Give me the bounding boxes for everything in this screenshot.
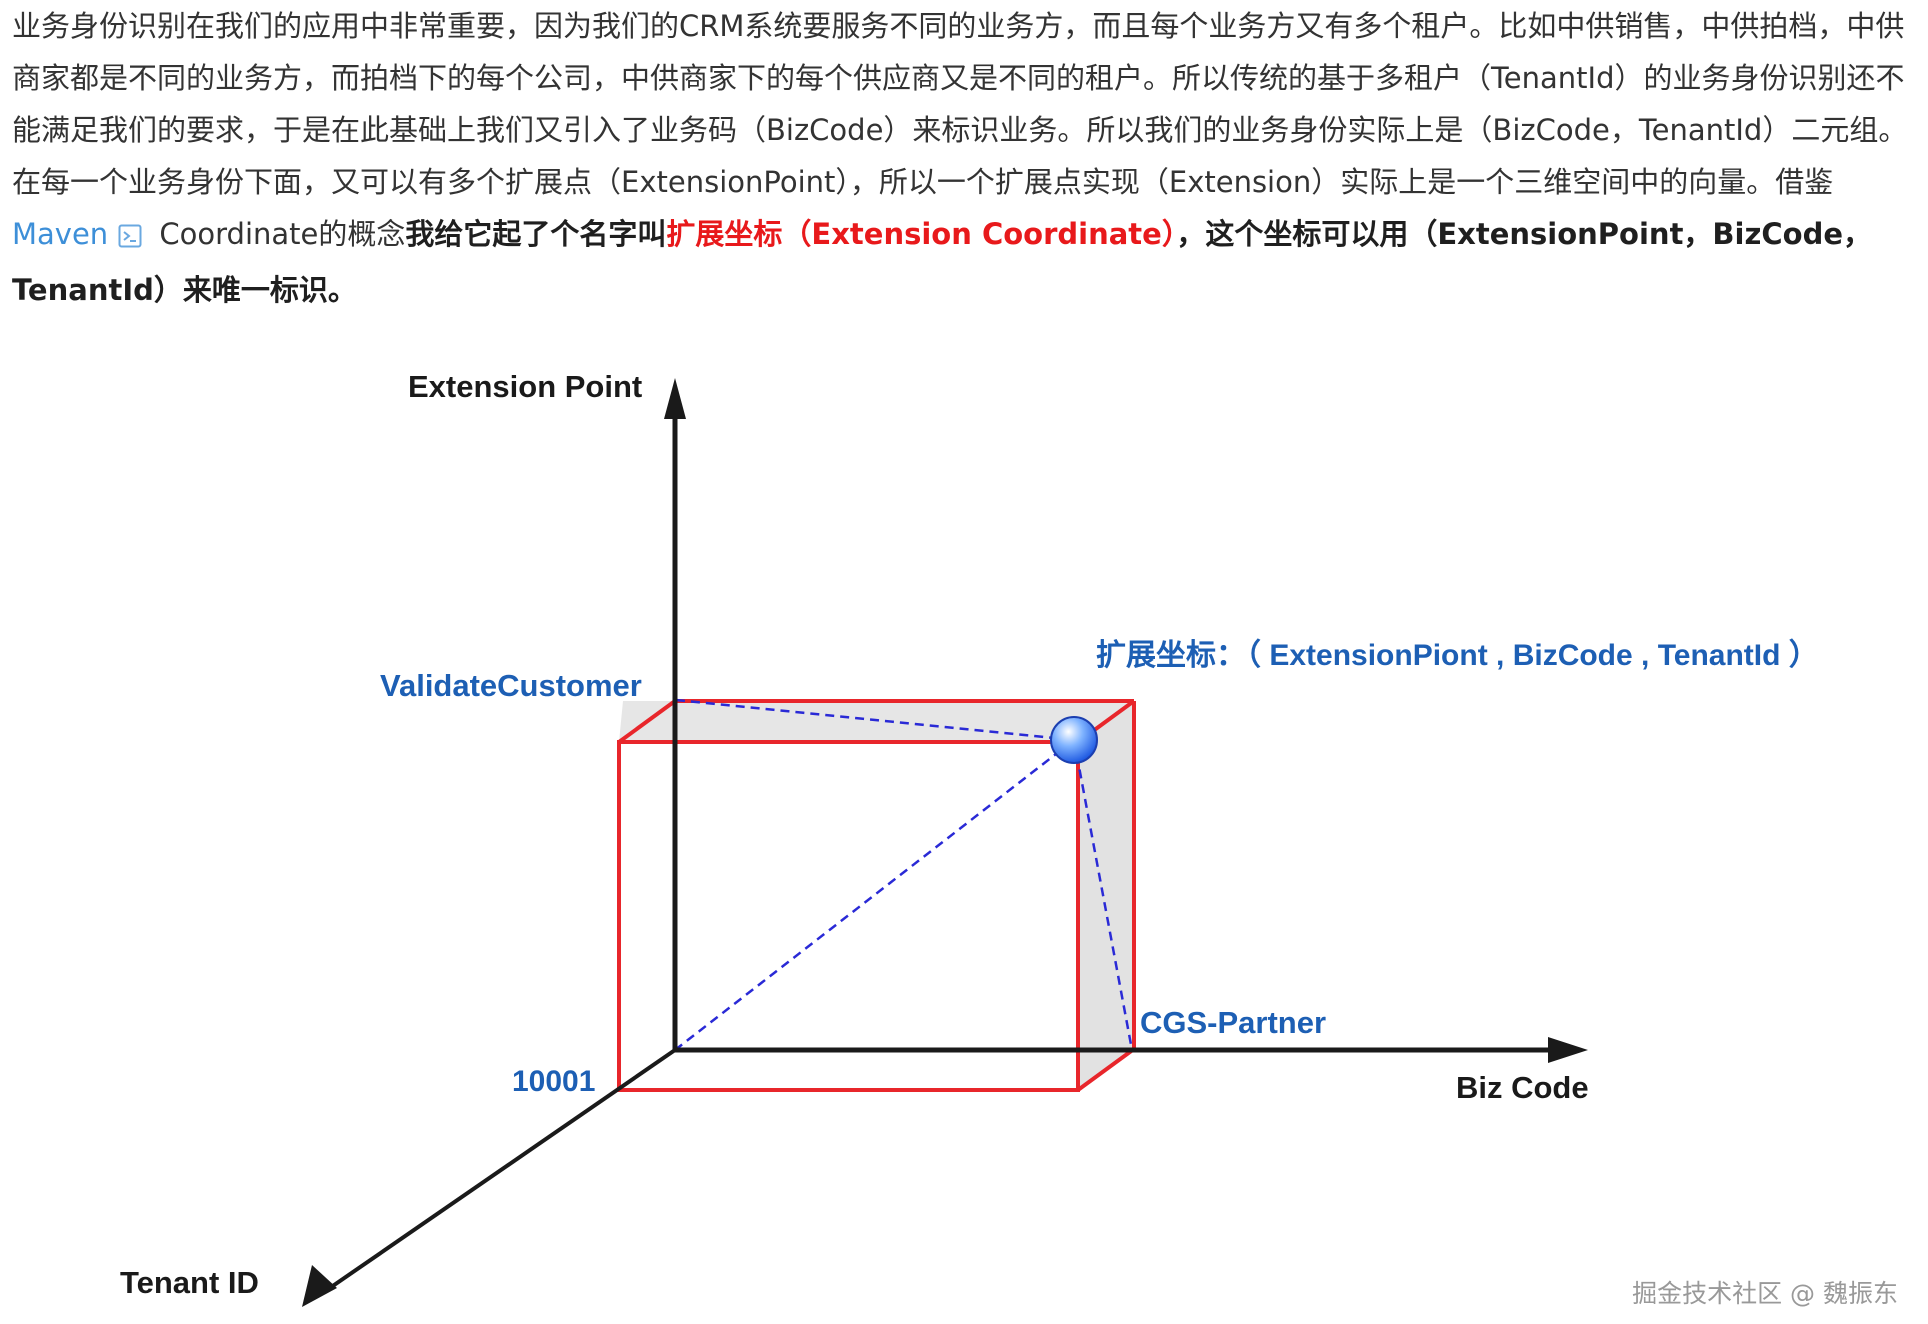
x-axis-label: Biz Code — [1456, 1070, 1589, 1105]
bold-text: 我给它起了个名字叫 — [405, 217, 667, 251]
box-side-face — [1078, 701, 1134, 1090]
coordinate-box — [617, 699, 1136, 1092]
x-point-label: CGS-Partner — [1140, 1005, 1326, 1040]
y-point-label: ValidateCustomer — [380, 668, 642, 703]
z-axis — [322, 1048, 677, 1294]
after-link-text: Coordinate的概念 — [150, 217, 406, 251]
axes — [302, 378, 1588, 1307]
y-axis-label: Extension Point — [408, 369, 642, 404]
highlight-term: 扩展坐标（Extension Coordinate） — [666, 217, 1177, 251]
y-axis-arrow — [664, 378, 686, 419]
article-paragraph: 业务身份识别在我们的应用中非常重要，因为我们的CRM系统要服务不同的业务方，而且… — [12, 0, 1917, 316]
coordinate-label: 扩展坐标：（ ExtensionPiont , BizCode , Tenant… — [1096, 638, 1819, 672]
z-axis-arrow — [302, 1265, 337, 1307]
watermark: 掘金技术社区 @ 魏振东 — [1632, 1279, 1898, 1308]
z-point-label: 10001 — [512, 1065, 595, 1098]
box-top-face — [619, 701, 1134, 742]
extension-coordinate-diagram: Extension Point Biz Code Tenant ID Valid… — [120, 369, 1819, 1307]
external-link-icon[interactable] — [118, 212, 142, 264]
intro-text: 业务身份识别在我们的应用中非常重要，因为我们的CRM系统要服务不同的业务方，而且… — [12, 9, 1908, 199]
bold-end-text: ，这个坐标可以用（ExtensionPoint，BizCode，TenantId… — [12, 217, 1872, 307]
z-axis-label: Tenant ID — [120, 1265, 259, 1300]
projection-lines — [674, 698, 1134, 1051]
x-axis-arrow — [1548, 1037, 1588, 1063]
coordinate-point-icon — [1050, 716, 1098, 764]
maven-link[interactable]: Maven — [12, 217, 109, 251]
